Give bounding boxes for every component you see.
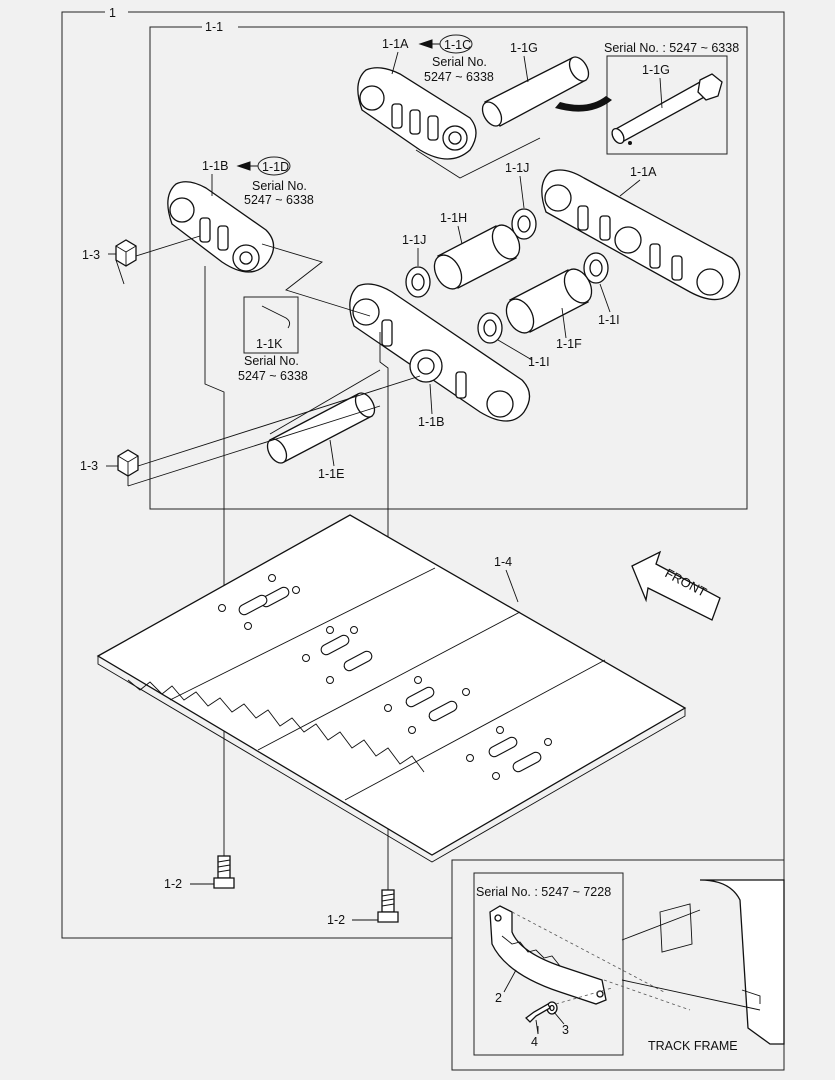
front-arrow (631, 550, 721, 621)
label-1c: 1-1C (444, 38, 471, 52)
label-link-1a-right: 1-1A (630, 165, 657, 179)
link-assembly-frame (149, 26, 748, 510)
label-spacer-1i-mid: 1-1I (528, 355, 550, 369)
inset-1k-frame (243, 296, 299, 354)
label-link-1b-mid: 1-1B (418, 415, 444, 429)
label-bushing-1h: 1-1H (440, 211, 467, 225)
link-1b-mid (349, 283, 531, 422)
circle-1d (257, 156, 291, 176)
label-bolt-left: 1-2 (164, 877, 182, 891)
label-link-1a-top: 1-1A (382, 37, 409, 51)
track-shoe-1-4 (96, 514, 687, 863)
pointer-arrow-1g (555, 96, 612, 112)
label-serial-range-1k: 5247 ~ 6338 (238, 369, 308, 383)
label-serial-no-1k: Serial No. (244, 354, 299, 368)
label-guard-serial: Serial No. : 5247 ~ 7228 (476, 885, 611, 899)
label-nut-bottom: 1-3 (80, 459, 98, 473)
bolt-1-2-right (377, 889, 399, 923)
label-serial-range-top: 5247 ~ 6338 (424, 70, 494, 84)
pin-1k (261, 305, 291, 329)
pin-1g (481, 56, 590, 127)
washer-3 (546, 1001, 558, 1015)
circle-1c (439, 34, 473, 54)
label-serial-no-top: Serial No. (432, 55, 487, 69)
label-main: 1 (109, 6, 116, 20)
label-link-1b-left: 1-1B (202, 159, 228, 173)
bushing-1f (505, 268, 593, 334)
spacer-1i-mid (477, 312, 503, 344)
link-1a-top (357, 67, 477, 160)
link-1a-right (541, 169, 741, 301)
label-bolt-guard: 4 (531, 1035, 538, 1049)
arrow-1b-to-1d (236, 161, 258, 171)
label-1d: 1-1D (262, 160, 289, 174)
label-link-assy: 1-1 (205, 20, 223, 34)
nut-1-3-bottom (117, 449, 139, 477)
guard-inner-frame (473, 872, 624, 1056)
bolt-1-2-left (213, 855, 235, 889)
label-group: 1 1-1 1-1A 1-1C Serial No. 5247 ~ 6338 1… (80, 6, 739, 1053)
label-leaders (106, 51, 663, 1035)
label-serial-range-left: 5247 ~ 6338 (244, 193, 314, 207)
label-pin-1k: 1-1K (256, 337, 283, 351)
spacer-1i-right (583, 252, 609, 284)
label-nut-top: 1-3 (82, 248, 100, 262)
bushing-1h (433, 224, 521, 290)
label-seal-1j-right: 1-1J (505, 161, 529, 175)
label-spacer-1i-right: 1-1I (598, 313, 620, 327)
label-pin-1e: 1-1E (318, 467, 344, 481)
inset-1g-frame (606, 55, 728, 155)
nut-1-3-top (115, 239, 137, 267)
label-seal-1j-left: 1-1J (402, 233, 426, 247)
label-guard: 2 (495, 991, 502, 1005)
label-track-frame: TRACK FRAME (648, 1039, 738, 1053)
track-frame (621, 879, 785, 1045)
arrow-1a-to-1c (418, 39, 440, 49)
label-pin-1g: 1-1G (510, 41, 538, 55)
seal-1j-right (511, 208, 537, 240)
pin-1g-inset (611, 73, 723, 145)
bolt-4 (525, 1003, 551, 1023)
label-bolt-right: 1-2 (327, 913, 345, 927)
pin-1e (266, 392, 376, 464)
seal-1j-left (405, 266, 431, 298)
label-pin-1g-inset: 1-1G (642, 63, 670, 77)
label-washer: 3 (562, 1023, 569, 1037)
label-inset-serial-1g: Serial No. : 5247 ~ 6338 (604, 41, 739, 55)
label-shoe: 1-4 (494, 555, 512, 569)
track-guard-2 (489, 905, 607, 1005)
label-serial-no-left: Serial No. (252, 179, 307, 193)
link-1b-left (167, 181, 275, 273)
label-bushing-1f: 1-1F (556, 337, 582, 351)
